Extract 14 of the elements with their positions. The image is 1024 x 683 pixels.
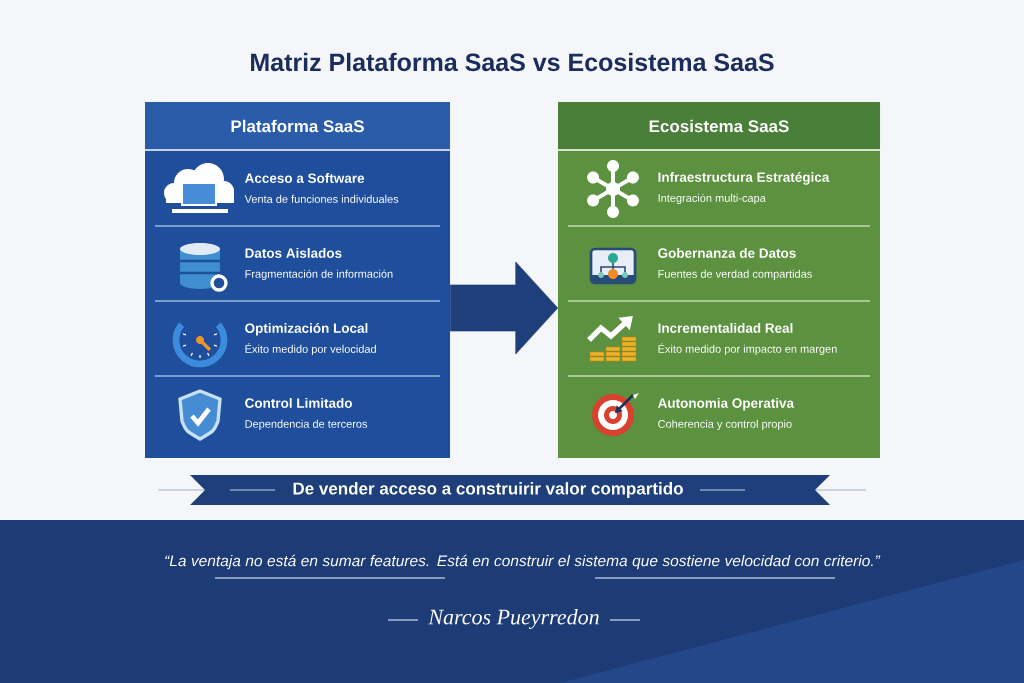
feature-text: Gobernanza de Datos Fuentes de verdad compartidas — [658, 248, 812, 281]
feature-text: Incrementalidad Real Éxito medido por impacto en margen — [658, 323, 837, 356]
quote-band — [0, 520, 1024, 683]
ribbon-banner: De vender acceso a construirir valor compartido — [190, 475, 830, 505]
feature-text: Autonomia Operativa Coherencia y control propio — [657, 398, 795, 431]
feature-text: Datos Aislados Fragmentación de información — [245, 248, 393, 281]
feature-text: Infraestructura Estratégica Integración multi-capa — [658, 171, 830, 205]
quote-text: “La ventaja no está en sumar features. Está en construir el sistema que sostiene velocidad con criterio.” — [165, 554, 881, 570]
feature-text: Optimización Local Éxito medido por velocidad — [245, 322, 376, 356]
arrow — [449, 261, 559, 355]
title: Matriz Plataforma SaaS vs Ecosistema SaaS — [251, 52, 774, 72]
feature-text: Acceso a Software Venta de funciones individuales — [244, 173, 399, 203]
author-signature: Narcos Pueyrredon — [428, 609, 599, 629]
feature-text: Control Limitado Dependencia de terceros — [245, 398, 368, 431]
